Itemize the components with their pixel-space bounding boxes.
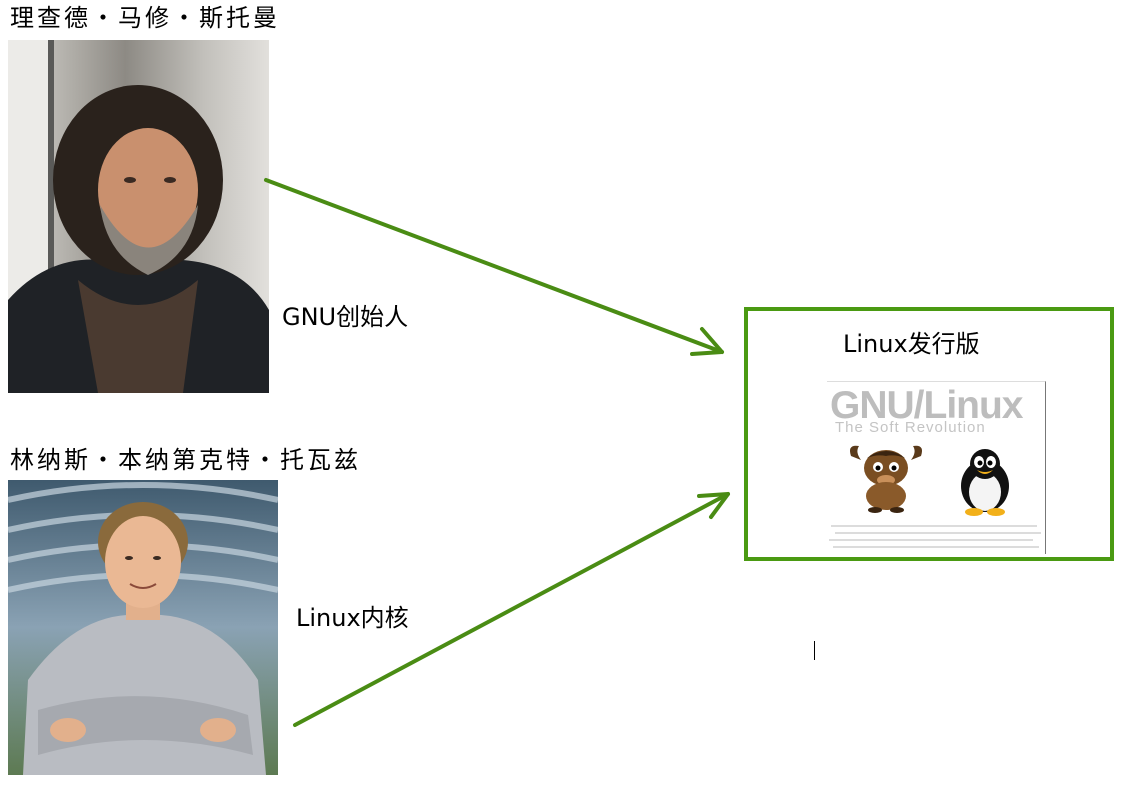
role-gnu-founder: GNU创始人 bbox=[282, 303, 409, 331]
text-cursor bbox=[814, 641, 815, 660]
logo-background-texture bbox=[829, 525, 1041, 548]
logo-subtitle: The Soft Revolution bbox=[835, 419, 986, 436]
logo-title: GNU/Linux bbox=[830, 384, 1023, 427]
photo-stallman bbox=[8, 40, 269, 393]
tux-penguin-icon bbox=[961, 449, 1009, 516]
gnu-linux-logo: GNU/Linux The Soft Revolution bbox=[827, 381, 1046, 554]
person-name-stallman: 理查德・马修・斯托曼 bbox=[10, 4, 280, 32]
role-linux-kernel: Linux内核 bbox=[296, 604, 409, 632]
distro-box bbox=[744, 307, 1114, 561]
arrow-kernel-to-distro bbox=[293, 492, 730, 727]
photo-torvalds bbox=[8, 480, 278, 775]
arrow-gnu-to-distro bbox=[264, 178, 724, 356]
distro-title: Linux发行版 bbox=[843, 330, 980, 358]
gnu-mascot-icon bbox=[850, 445, 922, 513]
person-name-torvalds: 林纳斯・本纳第克特・托瓦兹 bbox=[10, 446, 361, 474]
